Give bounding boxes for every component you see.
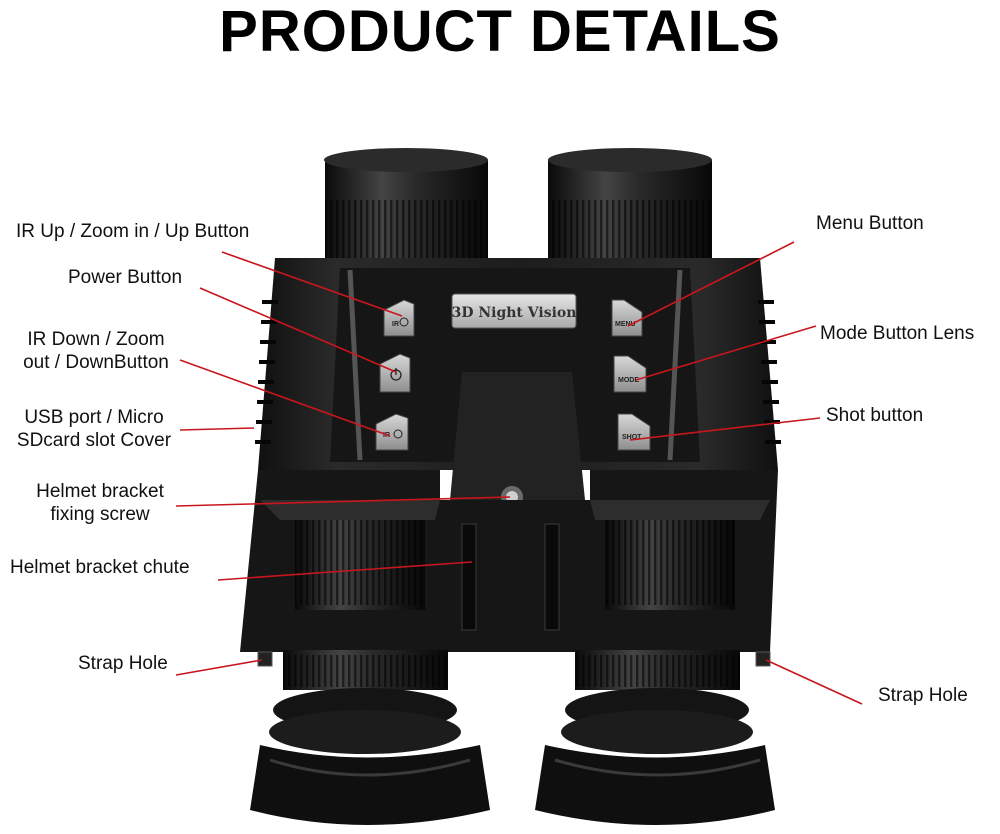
- shot-button-mark: SHOT: [622, 434, 642, 441]
- display-badge: 3D Night Vision: [451, 293, 577, 329]
- eyecup-left: [250, 650, 490, 825]
- mode-button-mark: MODE: [618, 377, 639, 384]
- leader-helmet-screw: [175, 496, 511, 507]
- callout-strap-left: Strap Hole: [78, 653, 168, 674]
- leader-power: [199, 287, 397, 373]
- callout-helmet-chute: Helmet bracket chute: [10, 557, 190, 578]
- leader-ir-up: [221, 251, 403, 317]
- display-badge-label: 3D Night Vision: [452, 305, 577, 321]
- leader-helmet-chute: [217, 561, 473, 581]
- leader-strap-left: [175, 659, 263, 676]
- leader-ir-down: [179, 359, 391, 437]
- callout-shot: Shot button: [826, 405, 924, 426]
- callout-usb-line1: USB port / Micro: [24, 407, 164, 428]
- callout-helmet-screw-line1: Helmet bracket: [36, 481, 164, 502]
- power-button[interactable]: [379, 353, 411, 393]
- callout-ir-down-line2: out / DownButton: [23, 352, 169, 373]
- top-barrel-left: [324, 148, 488, 258]
- leader-menu: [627, 241, 795, 327]
- menu-button[interactable]: MENU: [611, 299, 643, 337]
- callout-usb-line2: SDcard slot Cover: [16, 430, 172, 451]
- callout-helmet-screw-line2: fixing screw: [50, 504, 150, 525]
- lower-body: [240, 470, 778, 667]
- callout-power: Power Button: [68, 267, 183, 288]
- leader-mode: [635, 325, 817, 381]
- mode-button[interactable]: MODE: [613, 355, 647, 393]
- callout-ir-down: IR Down / Zoom out / DownButton: [6, 328, 186, 374]
- strap-hole-left: [257, 651, 273, 667]
- helmet-bracket-chute-left: [461, 523, 477, 631]
- callout-ir-down-line1: IR Down / Zoom: [27, 329, 165, 350]
- leader-shot: [629, 417, 821, 441]
- eyecup-right: [535, 650, 775, 825]
- menu-button-mark: MENU: [615, 321, 636, 328]
- top-barrel-right: [548, 148, 712, 258]
- leader-usb: [179, 427, 255, 431]
- ir-up-button-mark: IR: [392, 321, 399, 328]
- callout-usb: USB port / Micro SDcard slot Cover: [4, 406, 184, 452]
- ir-up-button[interactable]: IR: [383, 299, 415, 337]
- callout-helmet-screw: Helmet bracket fixing screw: [10, 480, 190, 526]
- callout-strap-right: Strap Hole: [878, 685, 968, 706]
- leader-strap-right: [765, 659, 863, 705]
- callout-mode: Mode Button Lens: [820, 323, 975, 344]
- helmet-bracket-chute-right: [544, 523, 560, 631]
- page-title: PRODUCT DETAILS: [219, 0, 781, 64]
- leader-lines: [175, 241, 863, 705]
- strap-hole-right: [755, 651, 771, 667]
- callout-menu: Menu Button: [816, 213, 924, 234]
- callout-ir-up: IR Up / Zoom in / Up Button: [16, 221, 250, 242]
